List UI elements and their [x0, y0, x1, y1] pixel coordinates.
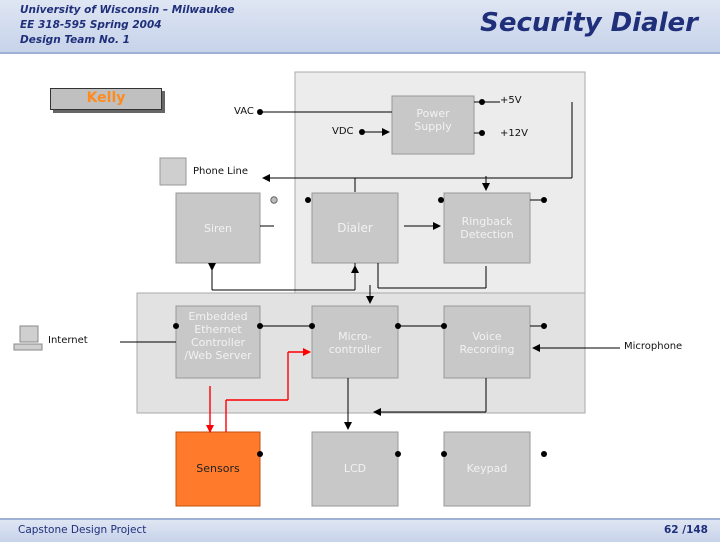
dialer-text: Dialer [337, 221, 373, 235]
lcd-block [311, 431, 399, 507]
ringback-text: Ringback Detection [460, 215, 514, 241]
connections [120, 101, 620, 430]
sensors-block [175, 431, 261, 507]
siren-block [175, 192, 261, 264]
siren-text: Siren [203, 222, 233, 235]
keypad-block [443, 431, 531, 507]
vac-label: VAC [234, 106, 254, 117]
header-line-2: EE 318-595 Spring 2004 [20, 19, 162, 31]
microphone-label: Microphone [624, 341, 683, 352]
plus12v-label: +12V [500, 128, 528, 139]
kelly-badge: Kelly [50, 88, 162, 110]
dialer-block [311, 192, 399, 264]
header-line-3: Design Team No. 1 [20, 34, 130, 46]
vdc-label: VDC [332, 126, 354, 137]
footer-title: Capstone Design Project [18, 524, 147, 536]
page-number: 62 /148 [663, 524, 708, 536]
phone-line-label: Phone Line [193, 166, 248, 177]
terminal-dots [173, 99, 547, 457]
page-title: Security Dialer [480, 8, 698, 38]
plus5v-label: +5V [500, 95, 522, 106]
computer-icon [13, 325, 43, 351]
ringback-block [443, 192, 531, 264]
footer-bar: Capstone Design Project 62 /148 [0, 518, 720, 542]
header-bar: University of Wisconsin – Milwaukee EE 3… [0, 0, 720, 54]
sensors-text: Sensors [196, 462, 240, 475]
header-line-1: University of Wisconsin – Milwaukee [20, 4, 235, 16]
lcd-text: LCD [343, 462, 367, 475]
ethernet-text: Embedded Ethernet Controller /Web Server [184, 310, 252, 362]
power-supply-block [391, 95, 475, 155]
keypad-text: Keypad [466, 462, 508, 475]
voice-text: Voice Recording [459, 330, 515, 356]
micro-block [311, 305, 399, 379]
voice-block [443, 305, 531, 379]
micro-text: Micro-controller [328, 330, 382, 356]
power-supply-text: Power Supply [414, 107, 452, 133]
ethernet-block [175, 305, 261, 379]
internet-label: Internet [48, 335, 88, 346]
sensor-connections [206, 348, 311, 433]
phone-line-tab [159, 157, 187, 186]
siren-dot [270, 196, 278, 204]
